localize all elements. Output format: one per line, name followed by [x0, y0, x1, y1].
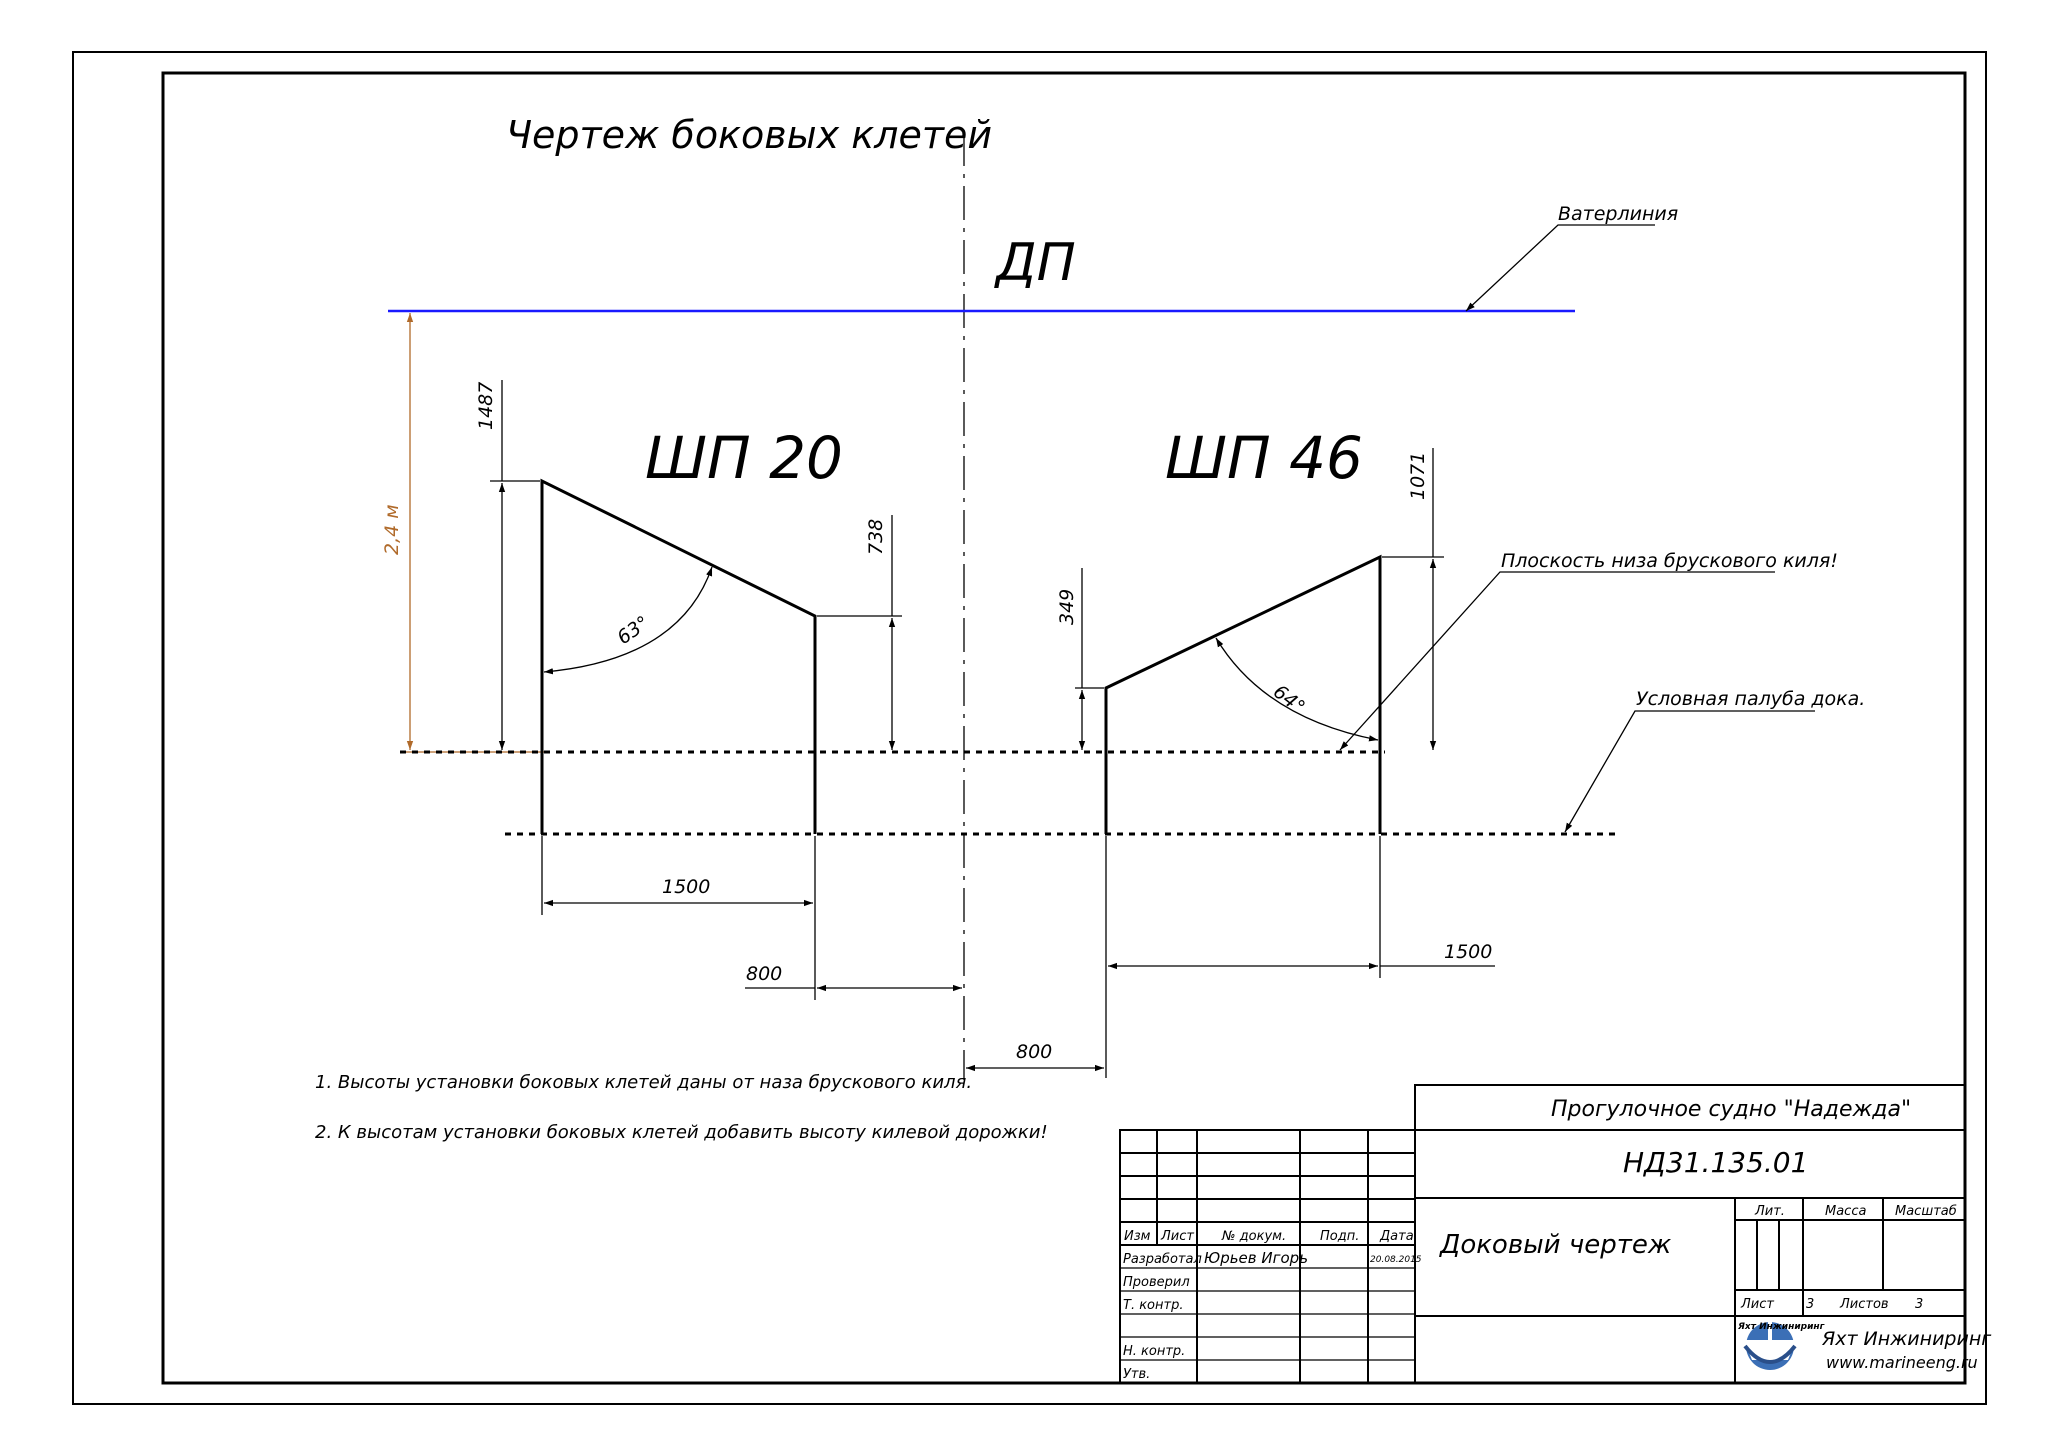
section-left-label: ШП 20 — [645, 424, 843, 492]
company-name: Яхт Инжиниринг — [1821, 1328, 1992, 1350]
role-developed: Разработал — [1123, 1252, 1202, 1267]
col-header-date: Дата — [1379, 1229, 1414, 1244]
block-right-outline — [1104, 554, 1382, 834]
waterline-label: Ватерлиния — [1558, 203, 1678, 225]
left-width-label: 1500 — [662, 876, 710, 898]
waterline-leader — [1465, 224, 1655, 312]
inner-frame — [161, 71, 1967, 1385]
left-angle-arc — [543, 566, 713, 675]
block-left-outline — [540, 478, 817, 834]
role-developed-name: Юрьев Игорь — [1204, 1249, 1308, 1267]
right-high-label: 1071 — [1407, 452, 1429, 500]
ship-gear-logo-icon — [1743, 1322, 1797, 1370]
keel-plane-label: Плоскость низа брускового киля! — [1501, 550, 1838, 572]
col-header-sign: Подп. — [1320, 1229, 1359, 1244]
company-site: www.marineeng.ru — [1826, 1353, 1978, 1372]
right-angle-label: 64° — [1269, 681, 1309, 719]
col-header-izm: Изм — [1124, 1229, 1151, 1244]
scale-label: Масштаб — [1895, 1204, 1957, 1219]
role-checked: Проверил — [1123, 1275, 1190, 1290]
centerline-label: ДП — [994, 233, 1076, 293]
left-high-label: 1487 — [475, 382, 497, 430]
sheet-label: Лист — [1740, 1297, 1774, 1312]
height-dim-label: 2,4 м — [381, 504, 403, 555]
role-developed-date: 20.08.2015 — [1370, 1255, 1422, 1265]
sheets-label: Листов — [1839, 1297, 1889, 1312]
keel-plane-leader — [1339, 571, 1775, 751]
doc-number: НД31.135.01 — [1623, 1146, 1808, 1179]
doc-title: Доковый чертеж — [1439, 1230, 1672, 1260]
left-offset-label: 800 — [746, 963, 782, 985]
mass-label: Масса — [1825, 1204, 1866, 1219]
lit-label: Лит. — [1754, 1204, 1785, 1219]
right-offset-label: 800 — [1016, 1041, 1052, 1063]
right-width-label: 1500 — [1444, 941, 1492, 963]
role-tech-control: Т. контр. — [1123, 1298, 1183, 1313]
right-angle-arc — [1215, 637, 1379, 742]
section-right-label: ШП 46 — [1165, 424, 1363, 492]
col-header-doc: № докум. — [1221, 1229, 1286, 1244]
dock-deck-label: Условная палуба дока. — [1636, 688, 1865, 710]
note-1: 1. Высоты установки боковых клетей даны … — [315, 1072, 972, 1093]
role-norm-control: Н. контр. — [1123, 1344, 1185, 1359]
right-low-label: 349 — [1056, 589, 1078, 625]
logo-text: Яхт Инжиниринг — [1737, 1322, 1825, 1332]
role-approved: Утв. — [1123, 1367, 1150, 1382]
title-block-main — [1414, 1084, 1966, 1384]
project-name: Прогулочное судно "Надежда" — [1551, 1097, 1911, 1122]
outer-frame — [72, 51, 1987, 1405]
col-header-list: Лист — [1160, 1229, 1194, 1244]
drawing-title: Чертеж боковых клетей — [506, 113, 992, 157]
dock-deck-leader — [1564, 710, 1815, 833]
sheet-value: 3 — [1806, 1297, 1814, 1312]
note-2: 2. К высотам установки боковых клетей до… — [315, 1122, 1048, 1143]
sheets-value: 3 — [1915, 1297, 1923, 1312]
left-low-label: 738 — [865, 519, 887, 555]
title-block: Изм Лист № докум. Подп. Дата Разработал … — [1119, 1084, 1992, 1384]
